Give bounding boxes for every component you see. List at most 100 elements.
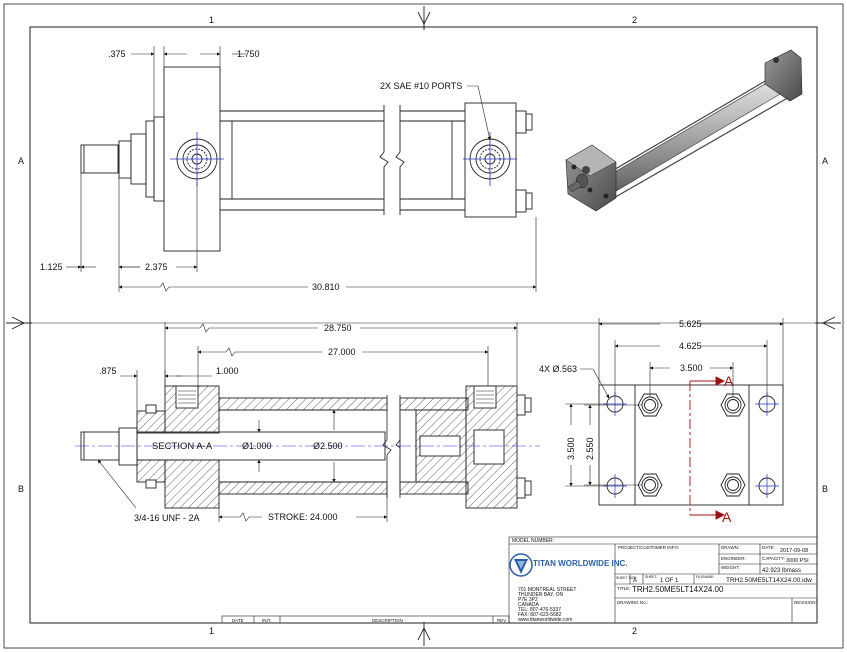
drawn-label: DRAWN: (721, 545, 739, 550)
dim-4625: 4.625 (679, 341, 702, 351)
iso-tube (595, 73, 798, 195)
dim-30810: 30.810 (312, 282, 340, 292)
dim-2550: 2.550 (585, 437, 595, 460)
hole-label: 4X Ø.563 (539, 364, 577, 374)
seal-retainer (145, 120, 155, 198)
top-view-centerlines (170, 132, 517, 186)
project-label: PROJECT/CUSTOMER INFO: (618, 545, 679, 550)
filename-value: TRH2.50ME5LT14X24.00.idw (726, 577, 812, 584)
dim-2375: 2.375 (145, 262, 168, 272)
dim-5625: 5.625 (679, 319, 702, 329)
company-name: TITAN WORLDWIDE INC. (533, 559, 628, 568)
gland (118, 140, 132, 179)
sheet-size-label: SHEET SIZE: (616, 576, 637, 580)
section-view (80, 385, 532, 509)
rev-description-col: DESCRIPTION (372, 618, 403, 623)
title-value: TRH2.50ME5LT14X24.00 (632, 585, 724, 594)
dim-3500-v: 3.500 (566, 437, 576, 460)
section-view-dimensions (97, 322, 518, 522)
address-line4: CANADA (518, 602, 540, 608)
end-view-dimensions (565, 318, 784, 487)
address-line3: P7E 3P2 (518, 597, 538, 603)
zone-row-b-left: B (18, 484, 24, 494)
cap-block (464, 102, 517, 218)
end-view-text: 5.625 4.625 3.500 4X Ø.563 3.500 2.550 A… (539, 319, 734, 525)
dim-1125: 1.125 (40, 262, 63, 272)
section-label: SECTION A-A (152, 441, 213, 452)
phone: TEL: 807-476-5337 (518, 607, 561, 613)
address-line1: 701 MONTREAL STREET (518, 587, 576, 593)
revision-label: REVISION: (794, 600, 817, 605)
model-number-label: MODEL NUMBER: (512, 538, 554, 544)
section-marker-bottom: A (722, 509, 732, 525)
zone-col1-top: 1 (209, 15, 214, 25)
title-block-text: MODEL NUMBER: 701 MONTREAL STREET THUNDE… (512, 538, 817, 623)
capacity-label: CAPACITY: (762, 556, 785, 561)
thread-label: 3/4-16 UNF - 2A (134, 513, 200, 523)
gland-nut (130, 133, 147, 185)
zone-row-a-left: A (18, 156, 24, 166)
website: www.titanworldwide.com (518, 617, 572, 623)
rev-rev-col: REV (497, 618, 506, 623)
dim-1000: 1.000 (216, 366, 239, 376)
centering-mark-right (815, 316, 841, 330)
centering-mark-left (6, 316, 32, 330)
section-head-bottom (164, 459, 220, 509)
fax: FAX: 807-623-5682 (518, 612, 562, 618)
end-view-centerlines (603, 392, 779, 498)
dim-3500-h: 3.500 (680, 363, 703, 373)
zone-row-b-right: B (822, 484, 828, 494)
ports-label: 2X SAE #10 PORTS (380, 81, 462, 91)
company-logo: TITAN WORLDWIDE INC. (509, 553, 628, 577)
hex-nut-br (720, 473, 746, 497)
zone-col2-top: 2 (632, 15, 637, 25)
sheet-label: SHEET: (645, 575, 658, 579)
stroke-label: STROKE: 24.000 (268, 512, 338, 522)
section-marker-top: A (724, 373, 734, 389)
date-label: DATE: (762, 545, 775, 550)
rev-init-col: INIT. (262, 618, 271, 623)
zone-col2-bottom: 2 (632, 626, 637, 636)
title-block (508, 536, 818, 624)
zone-col1-bottom: 1 (209, 626, 214, 636)
iso-rod (567, 180, 583, 193)
revision-text: DATE INIT. DESCRIPTION REV (232, 618, 506, 623)
dim-28750: 28.750 (324, 323, 352, 333)
capacity-value: 3000 PSI (786, 558, 809, 564)
rev-date-col: DATE (232, 618, 244, 623)
dim-27000: 27.000 (328, 347, 356, 357)
top-view-dimensions (66, 46, 537, 292)
rod-end (80, 144, 120, 174)
centering-mark-top (417, 6, 431, 30)
sheet-value: 1 OF 1 (660, 578, 679, 584)
iso-cap-block (764, 49, 803, 102)
section-tube-top (218, 397, 388, 411)
sheet-border (3, 3, 844, 649)
zone-markers: 1 2 1 2 A A B B (6, 6, 841, 646)
section-cut-line (689, 376, 726, 520)
isometric-view (565, 49, 803, 212)
top-view-dimension-text: .375 1.750 2X SAE #10 PORTS 1.125 2.375 … (40, 49, 462, 292)
section-view-text: 28.750 27.000 .875 1.000 SECTION A-A Ø1.… (99, 323, 356, 523)
dim-375: .375 (108, 49, 126, 59)
date-value: 2017-09-08 (780, 548, 808, 554)
section-tube-bottom (218, 481, 388, 495)
centering-mark-bottom (417, 622, 431, 646)
title-label: TITLE: (617, 586, 631, 591)
end-view-outline (598, 384, 784, 506)
zone-row-a-right: A (822, 156, 828, 166)
dim-1750: 1.750 (237, 49, 260, 59)
filename-label: FILENAME: (696, 575, 715, 579)
hex-nut-tr (720, 393, 746, 417)
address-line2: THUNDER BAY, ON (518, 592, 563, 598)
rod-diameter: Ø1.000 (242, 441, 272, 451)
engineer-label: ENGINEER: (721, 556, 746, 561)
end-view (598, 384, 784, 506)
weight-label: WEIGHT: (721, 565, 740, 570)
bore-diameter: Ø2.500 (313, 441, 343, 451)
dim-875: .875 (99, 366, 117, 376)
drawing-no-label: DRAWING No.: (617, 600, 648, 605)
sheet-size-value: A (633, 578, 637, 584)
weight-value: 42.923 lbmass (762, 568, 801, 574)
